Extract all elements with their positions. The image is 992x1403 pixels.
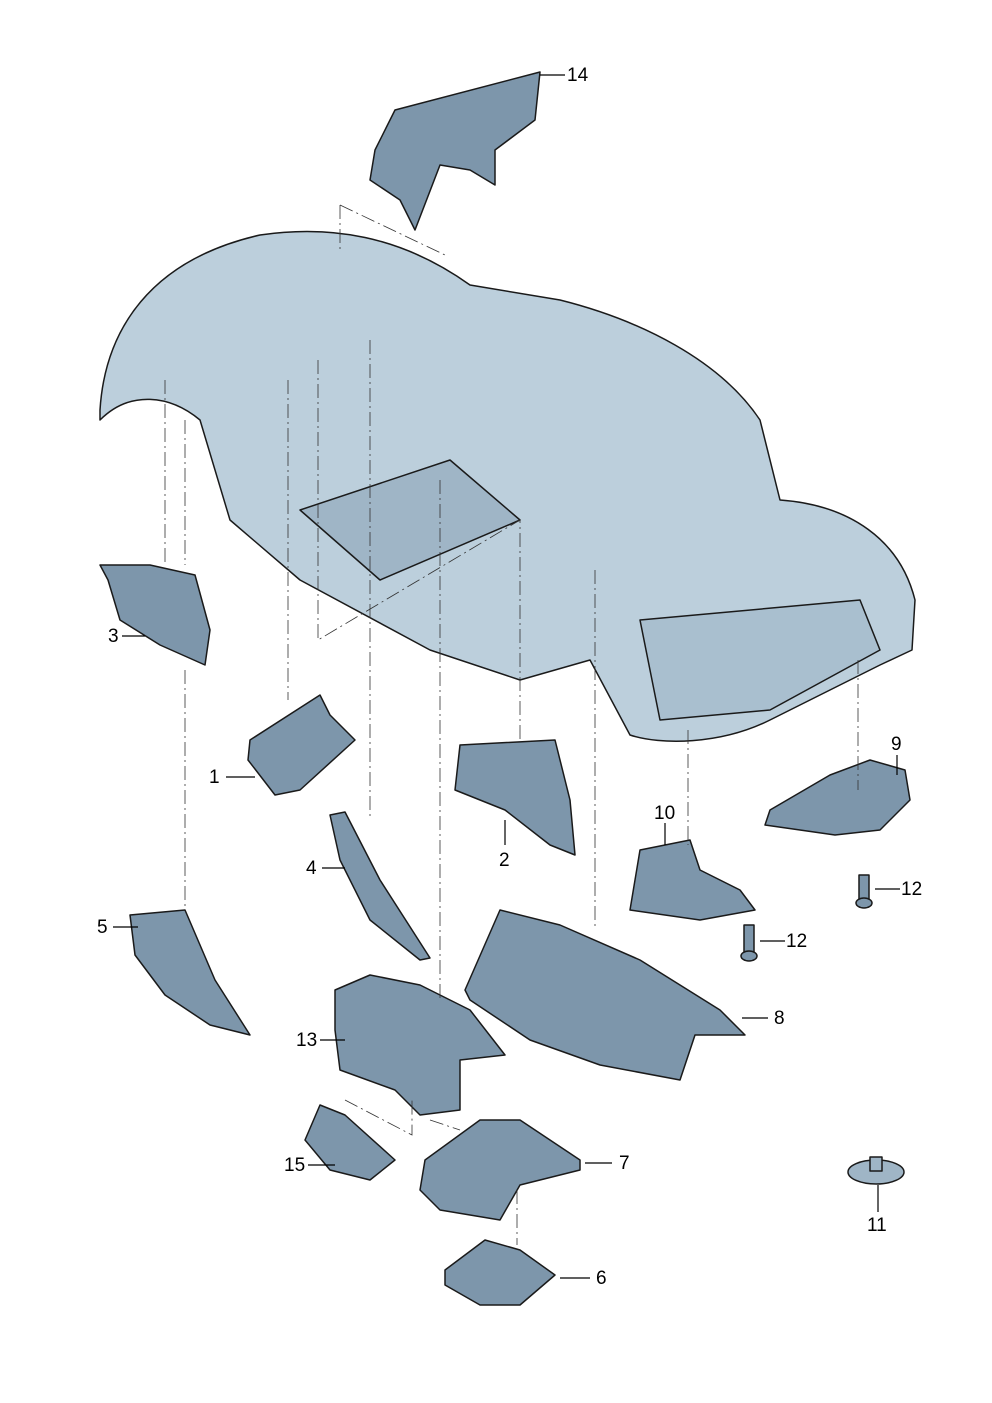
part-14-shield [369, 71, 541, 231]
rear-axle-area [639, 599, 881, 721]
part-4-strip [329, 811, 431, 961]
part-7-shield [419, 1119, 581, 1221]
callout-5: 5 [97, 917, 108, 938]
callout-8: 8 [774, 1008, 785, 1029]
part-10-shield [629, 839, 756, 921]
callout-15: 15 [284, 1155, 306, 1176]
callout-11: 11 [867, 1215, 887, 1236]
callout-12-lower: 12 [786, 931, 808, 952]
callout-3: 3 [108, 626, 119, 647]
part-5-shield [129, 909, 251, 1036]
callout-1: 1 [209, 767, 220, 788]
callout-7: 7 [619, 1153, 630, 1174]
leader-lines [164, 204, 859, 1245]
bolt-12-upper [855, 874, 873, 909]
part-9-shield [764, 759, 911, 836]
callout-9: 9 [891, 734, 902, 755]
callout-6: 6 [596, 1268, 607, 1289]
callout-4: 4 [306, 858, 317, 879]
part-15-bracket [304, 1104, 396, 1181]
callout-lines [113, 74, 900, 1279]
callout-14: 14 [567, 65, 589, 86]
part-3-shield [99, 564, 211, 666]
clip-11 [847, 1156, 905, 1185]
part-2-shield [454, 739, 576, 856]
callout-2: 2 [499, 850, 510, 871]
callout-12-upper: 12 [901, 879, 923, 900]
part-6-shield [444, 1239, 556, 1306]
part-1-shield [247, 694, 356, 796]
part-8-shield [464, 909, 746, 1081]
callout-10: 10 [654, 803, 676, 824]
part-13-shield [334, 974, 506, 1116]
bolt-12-lower [740, 924, 758, 962]
callout-13: 13 [296, 1030, 318, 1051]
